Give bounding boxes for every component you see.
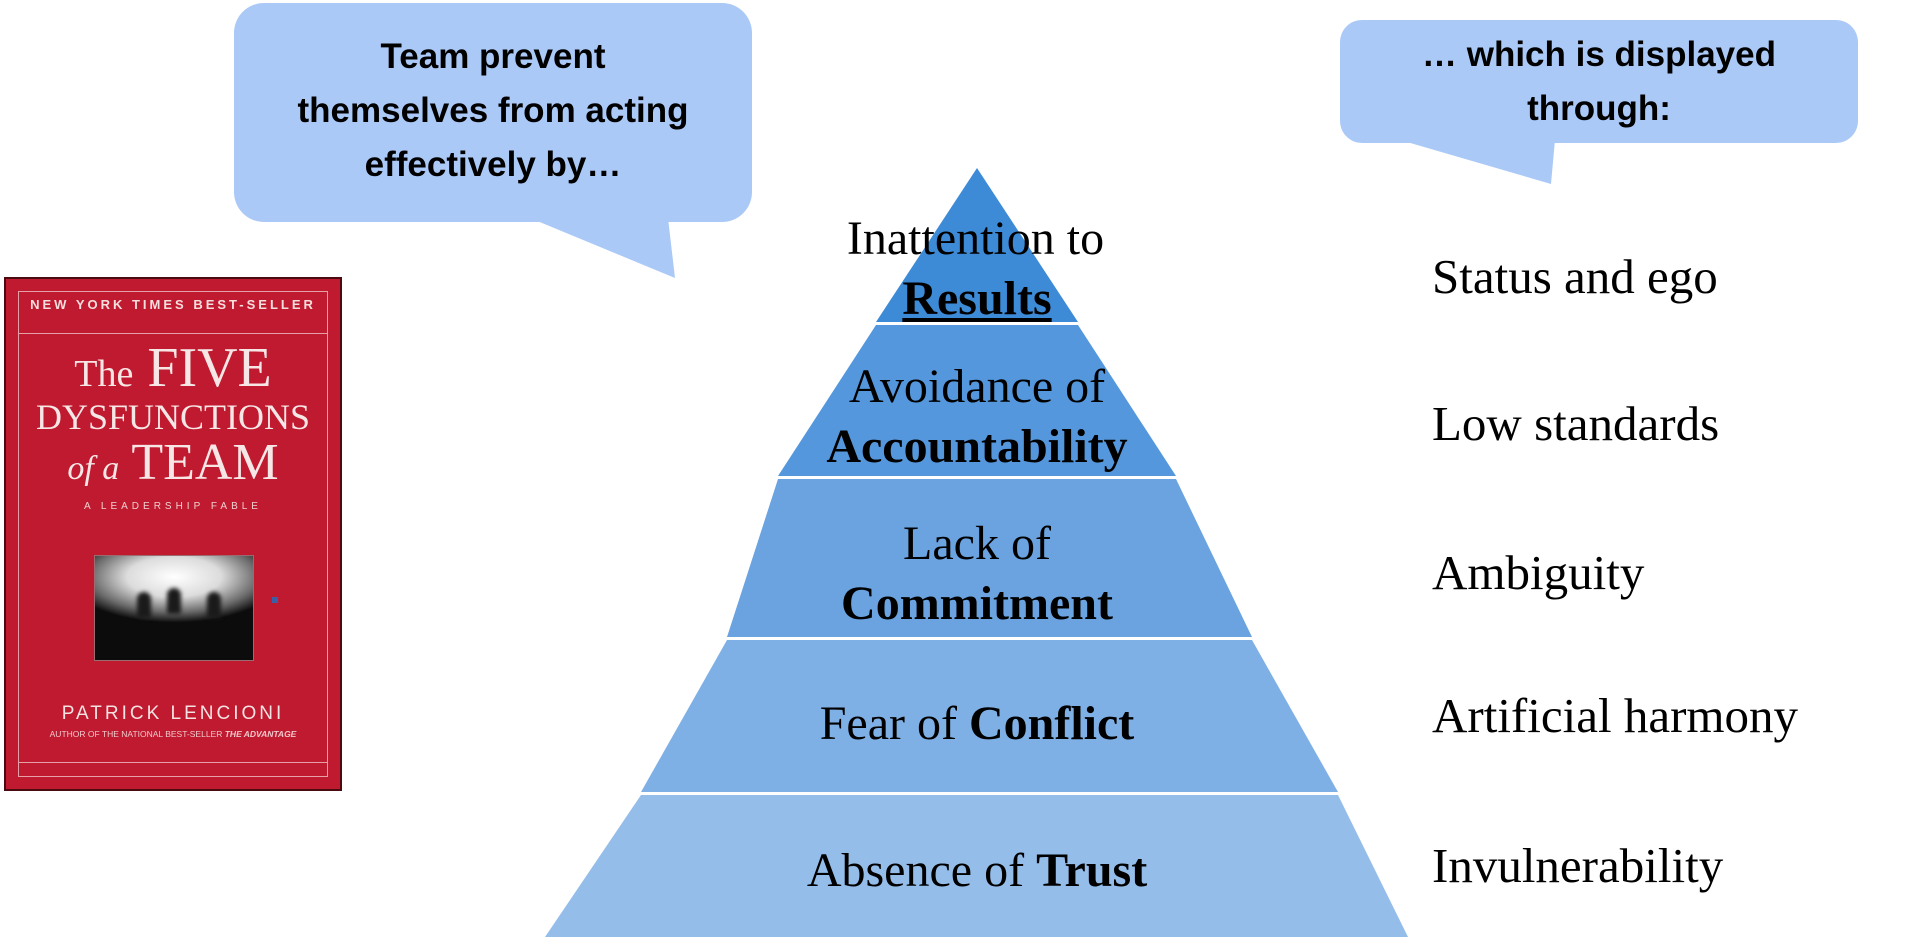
cover-author: PATRICK LENCIONI	[61, 703, 285, 724]
pyramid-label-commitment: Lack of Commitment	[841, 517, 1113, 630]
symptom-low-standards: Low standards	[1432, 396, 1720, 451]
pyramid-layer-conflict	[641, 640, 1338, 792]
right-callout-text: … which is displayed through:	[1340, 28, 1858, 136]
symptom-status-and-ego: Status and ego	[1432, 249, 1718, 304]
cover-title-line2: DYSFUNCTIONS	[35, 397, 311, 437]
pyramid-label-conflict: Fear of Conflict	[819, 697, 1135, 750]
cover-author-note: AUTHOR OF THE NATIONAL BEST-SELLER THE A…	[49, 729, 297, 739]
left-callout-bubble	[234, 3, 752, 278]
left-callout-line: effectively by…	[364, 145, 622, 184]
selection-marker-icon	[272, 597, 278, 603]
right-callout-bubble	[1340, 20, 1858, 184]
cover-border	[18, 291, 328, 777]
cover-rule	[18, 333, 328, 334]
left-callout-text: Team prevent themselves from acting effe…	[234, 30, 752, 192]
symptom-ambiguity: Ambiguity	[1432, 545, 1645, 600]
cover-rule	[18, 762, 328, 763]
pyramid-layer-commitment	[727, 479, 1252, 637]
cover-title-line3: of a TEAM	[67, 434, 279, 491]
symptom-artificial-harmony: Artificial harmony	[1432, 688, 1799, 743]
cover-title-line1: The FIVE	[74, 337, 272, 399]
cover-banner: NEW YORK TIMES BEST-SELLER	[30, 297, 316, 312]
book-cover-image: NEW YORK TIMES BEST-SELLER The FIVE DYSF…	[6, 279, 340, 789]
left-callout-line: Team prevent	[380, 37, 606, 76]
left-callout-line: themselves from acting	[297, 91, 689, 130]
pyramid-layer-accountability	[778, 325, 1176, 476]
pyramid	[545, 168, 1408, 937]
pyramid-layer-trust	[545, 795, 1408, 937]
pyramid-label-results: Inattention to Results	[846, 212, 1105, 325]
symptom-invulnerability: Invulnerability	[1432, 838, 1724, 893]
cover-photo	[94, 555, 254, 661]
cover-subtitle: A LEADERSHIP FABLE	[84, 501, 262, 512]
right-callout-line: through:	[1527, 89, 1671, 128]
right-callout-line: … which is displayed	[1422, 35, 1776, 74]
pyramid-layer-results	[876, 168, 1078, 322]
pyramid-label-trust: Absence of Trust	[806, 844, 1148, 897]
pyramid-label-accountability: Avoidance of Accountability	[826, 360, 1128, 473]
